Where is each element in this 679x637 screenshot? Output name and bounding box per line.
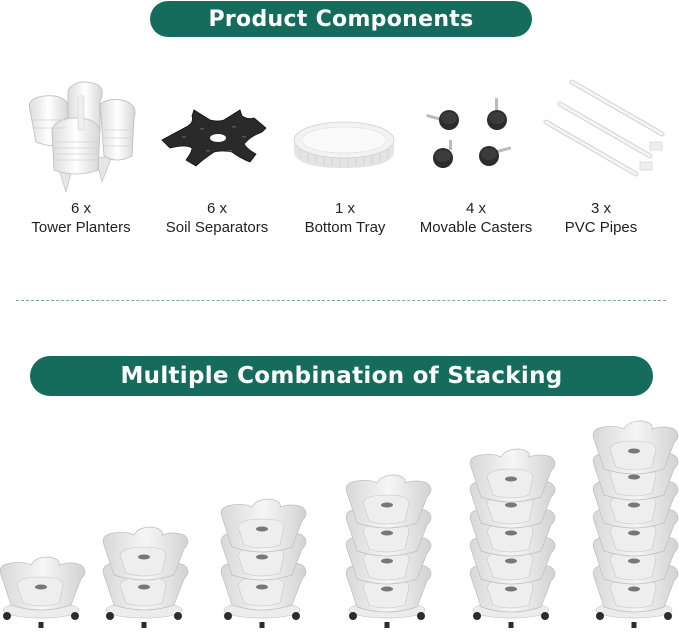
component-name: PVC Pipes xyxy=(564,219,638,236)
component-qty: 6 x xyxy=(70,200,91,217)
stacking-title: Multiple Combination of Stacking xyxy=(120,363,563,389)
stack-5-tiers xyxy=(469,448,556,629)
tower-planter-icon xyxy=(28,81,136,194)
stack-2-tiers xyxy=(102,526,189,629)
component-pvc-pipes: 3 x PVC Pipes xyxy=(536,70,666,240)
stack-4-tiers xyxy=(345,474,432,629)
component-qty: 6 x xyxy=(206,200,227,217)
pvc-pipe-icon xyxy=(543,79,665,177)
product-components-title: Product Components xyxy=(208,6,474,32)
component-name: Movable Casters xyxy=(419,219,533,236)
product-components-banner: Product Components xyxy=(150,1,532,37)
component-bottom-tray: 1 x Bottom Tray xyxy=(280,70,410,240)
component-name: Bottom Tray xyxy=(304,219,386,236)
component-tower-planters: 6 x Tower Planters xyxy=(16,70,146,240)
stack-6-tiers xyxy=(592,420,679,629)
stack-1-tier xyxy=(0,556,86,629)
stacking-combinations xyxy=(0,420,679,629)
component-name: Tower Planters xyxy=(31,219,131,236)
bottom-tray-icon xyxy=(293,121,395,168)
component-qty: 4 x xyxy=(465,200,486,217)
component-qty: 3 x xyxy=(590,200,611,217)
component-name: Soil Separators xyxy=(165,219,269,236)
component-movable-casters: 4 x Movable Casters xyxy=(411,70,541,240)
caster-icon xyxy=(426,98,512,168)
soil-separator-icon xyxy=(161,109,267,167)
stack-3-tiers xyxy=(220,498,307,629)
stacking-banner: Multiple Combination of Stacking xyxy=(30,356,653,396)
component-soil-separators: 6 x Soil Separators xyxy=(152,70,282,240)
dashed-divider xyxy=(16,300,666,301)
component-qty: 1 x xyxy=(334,200,355,217)
